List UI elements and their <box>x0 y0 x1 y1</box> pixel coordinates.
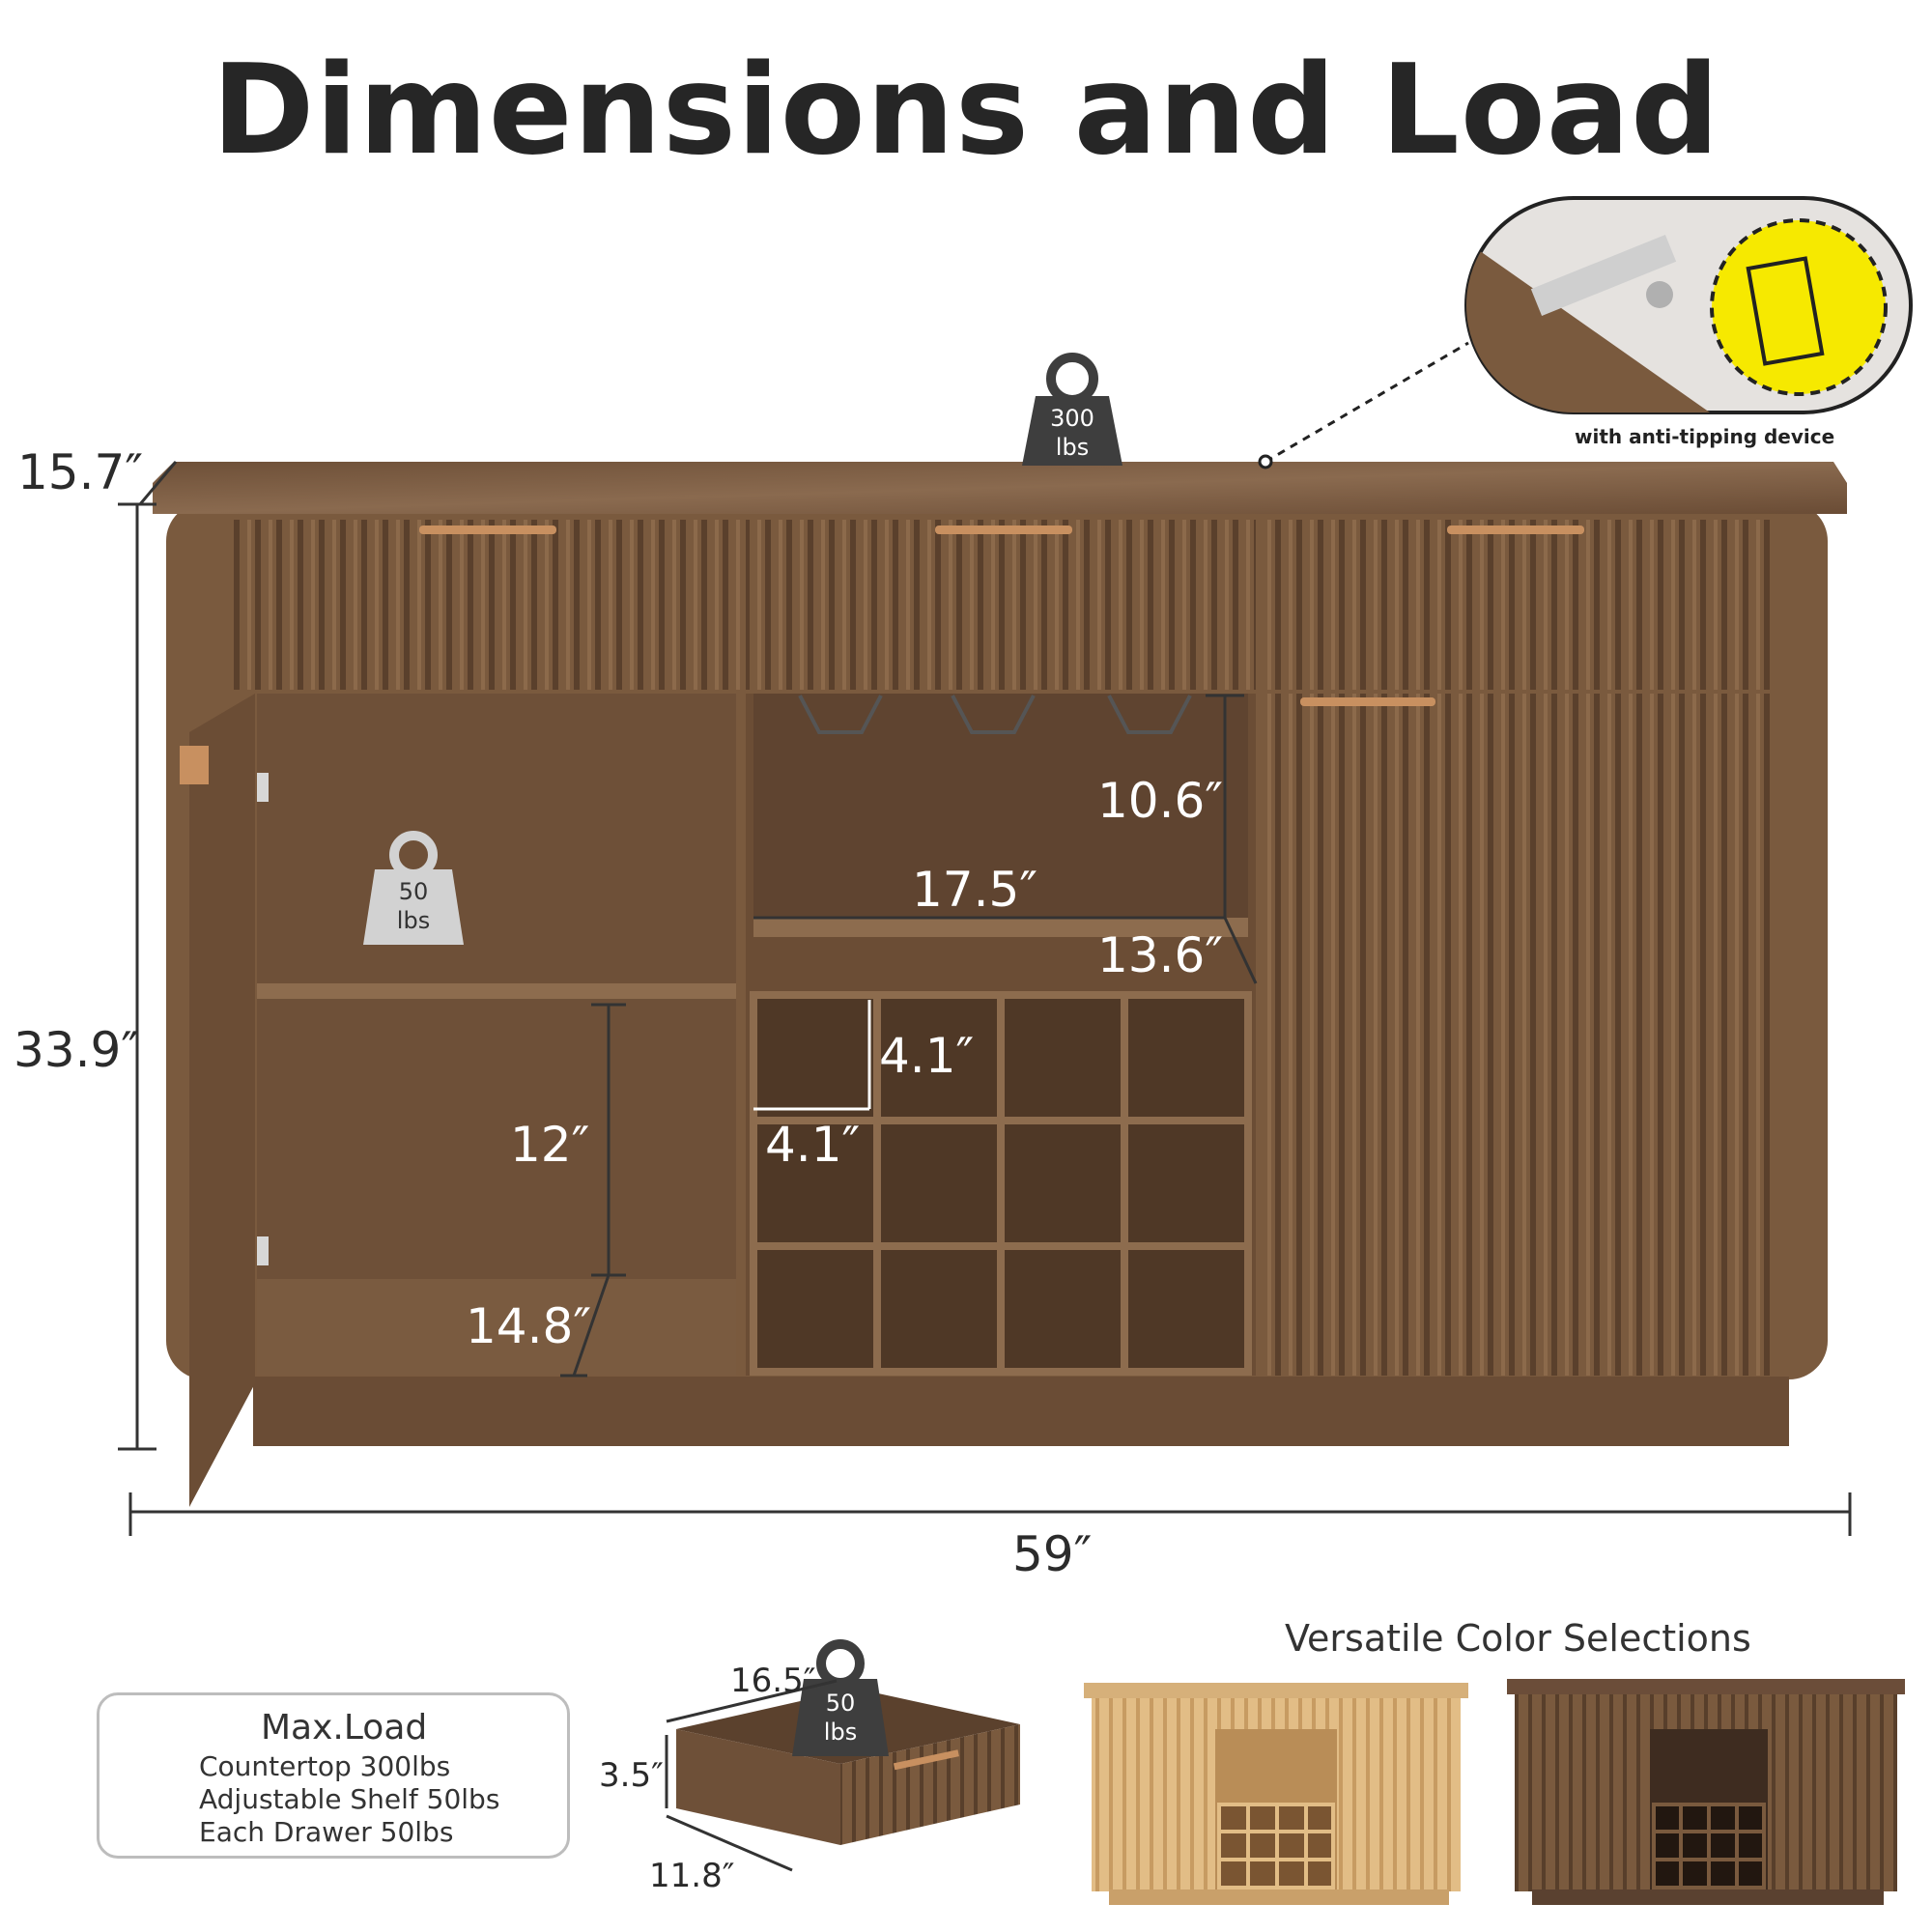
max-load-countertop: Countertop 300lbs <box>199 1750 451 1782</box>
drawer-weight-tag: 50 lbs <box>802 1689 879 1747</box>
drawer-width-label: 16.5″ <box>730 1662 816 1700</box>
cabinet-plinth <box>253 1377 1789 1446</box>
left-cabinet-interior <box>257 694 736 1376</box>
countertop-weight-unit: lbs <box>1055 434 1090 461</box>
drawer-handle <box>419 526 556 534</box>
height-label: 33.9″ <box>14 1022 140 1078</box>
drawer-right <box>1262 520 1777 690</box>
weight-tag-shelf <box>363 831 464 945</box>
right-door <box>1262 694 1777 1376</box>
open-door <box>189 694 255 1507</box>
weight-tag-countertop <box>1022 353 1122 466</box>
width-label: 59″ <box>1012 1526 1093 1582</box>
anti-tip-label: with anti-tipping device <box>1575 425 1835 448</box>
max-load-heading: Max.Load <box>261 1708 428 1747</box>
wine-rack <box>750 991 1252 1376</box>
middle-depth-label: 13.6″ <box>1097 927 1224 983</box>
max-load-drawer: Each Drawer 50lbs <box>199 1816 454 1848</box>
cabinet-depth-label: 14.8″ <box>466 1298 592 1354</box>
drawer-left <box>230 520 740 690</box>
middle-width-label: 17.5″ <box>912 862 1038 918</box>
glass-rack-height-label: 10.6″ <box>1097 773 1224 829</box>
depth-label: 15.7″ <box>17 444 144 500</box>
max-load-box <box>97 1692 570 1859</box>
drawer-weight-value: 50 <box>825 1690 856 1717</box>
page-title: Dimensions and Load <box>212 39 1720 183</box>
warning-icon <box>1710 218 1888 396</box>
drawer-handle <box>935 526 1072 534</box>
drawer-depth-label: 11.8″ <box>649 1857 735 1895</box>
wine-cell-height-label: 4.1″ <box>879 1028 975 1084</box>
countertop-weight-value: 300 <box>1050 405 1094 432</box>
adjustable-shelf <box>257 983 736 999</box>
countertop-weight-tag: 300 lbs <box>1034 404 1111 462</box>
drawer-illustration <box>665 1639 1020 1872</box>
color-section-title: Versatile Color Selections <box>1285 1617 1751 1660</box>
shelf-weight-value: 50 <box>398 878 429 905</box>
dimension-lines <box>118 461 1852 1536</box>
marble-countertop <box>153 462 1847 514</box>
max-load-shelf: Adjustable Shelf 50lbs <box>199 1783 500 1815</box>
shelf-gap-label: 12″ <box>510 1117 590 1173</box>
color-option-walnut <box>1507 1679 1905 1905</box>
drawer-handle <box>1447 526 1584 534</box>
shelf-weight-tag: 50 lbs <box>375 877 452 935</box>
weight-tag-drawer <box>792 1639 889 1756</box>
shelf-weight-unit: lbs <box>396 907 431 934</box>
wine-cell-width-label: 4.1″ <box>765 1117 861 1173</box>
drawer-middle <box>746 520 1256 690</box>
color-option-natural <box>1084 1683 1468 1905</box>
drawer-height-label: 3.5″ <box>599 1756 664 1795</box>
drawer-weight-unit: lbs <box>823 1719 858 1746</box>
